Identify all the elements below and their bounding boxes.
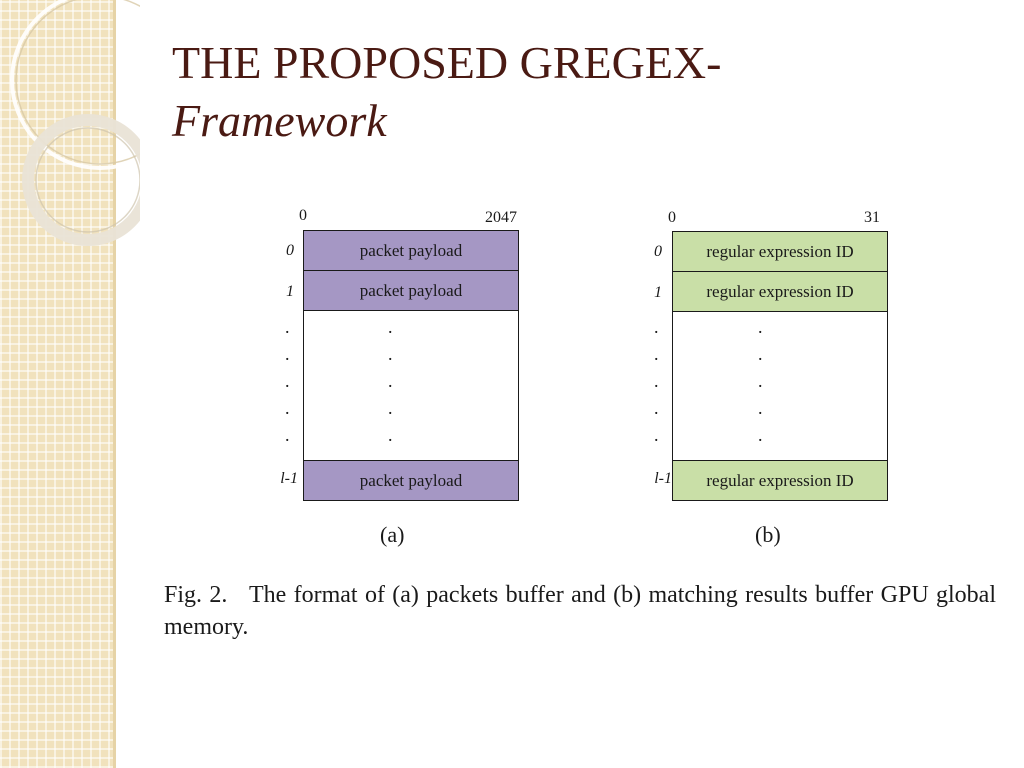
figure-b-row-cell: regular expression ID bbox=[673, 272, 887, 312]
figure-a-buffer: packet payload packet payload packet pay… bbox=[303, 230, 519, 501]
figure-a-row-cell: packet payload bbox=[304, 271, 518, 311]
figure-a-row-cell: packet payload bbox=[304, 460, 518, 500]
sidebar-edge bbox=[113, 0, 116, 768]
figure-b-buffer: regular expression ID regular expression… bbox=[672, 231, 888, 501]
figure-b-row-index: 0 bbox=[654, 243, 662, 260]
slide-title-line2: Framework bbox=[172, 95, 387, 146]
figure-caption: Fig. 2. The format of (a) packets buffer… bbox=[164, 582, 1002, 640]
figure-a-row-index: 0 bbox=[286, 242, 294, 259]
figure-b-subcaption: (b) bbox=[755, 522, 781, 547]
figure-a-subcaption: (a) bbox=[380, 522, 405, 547]
slide-title: THE PROPOSED GREGEX- Framework bbox=[172, 34, 721, 150]
figure-b-row-index: 1 bbox=[654, 284, 662, 301]
figure-b-row-index: l-1 bbox=[654, 470, 672, 487]
decorative-rings bbox=[10, 0, 140, 246]
figure-b-bit-start: 0 bbox=[668, 209, 676, 226]
figure-b-row-cell: regular expression ID bbox=[673, 460, 887, 500]
figure-b-bit-end: 31 bbox=[864, 209, 880, 226]
figure-b-row-cell: regular expression ID bbox=[673, 232, 887, 272]
figure-a-row-index: l-1 bbox=[280, 470, 298, 487]
figure-a-row-cell: packet payload bbox=[304, 231, 518, 271]
figure-a-row-index: 1 bbox=[286, 283, 294, 300]
figure-a-bit-end: 2047 bbox=[485, 209, 517, 226]
slide-title-line1: THE PROPOSED GREGEX- bbox=[172, 37, 722, 88]
figure-a-bit-start: 0 bbox=[299, 207, 307, 224]
